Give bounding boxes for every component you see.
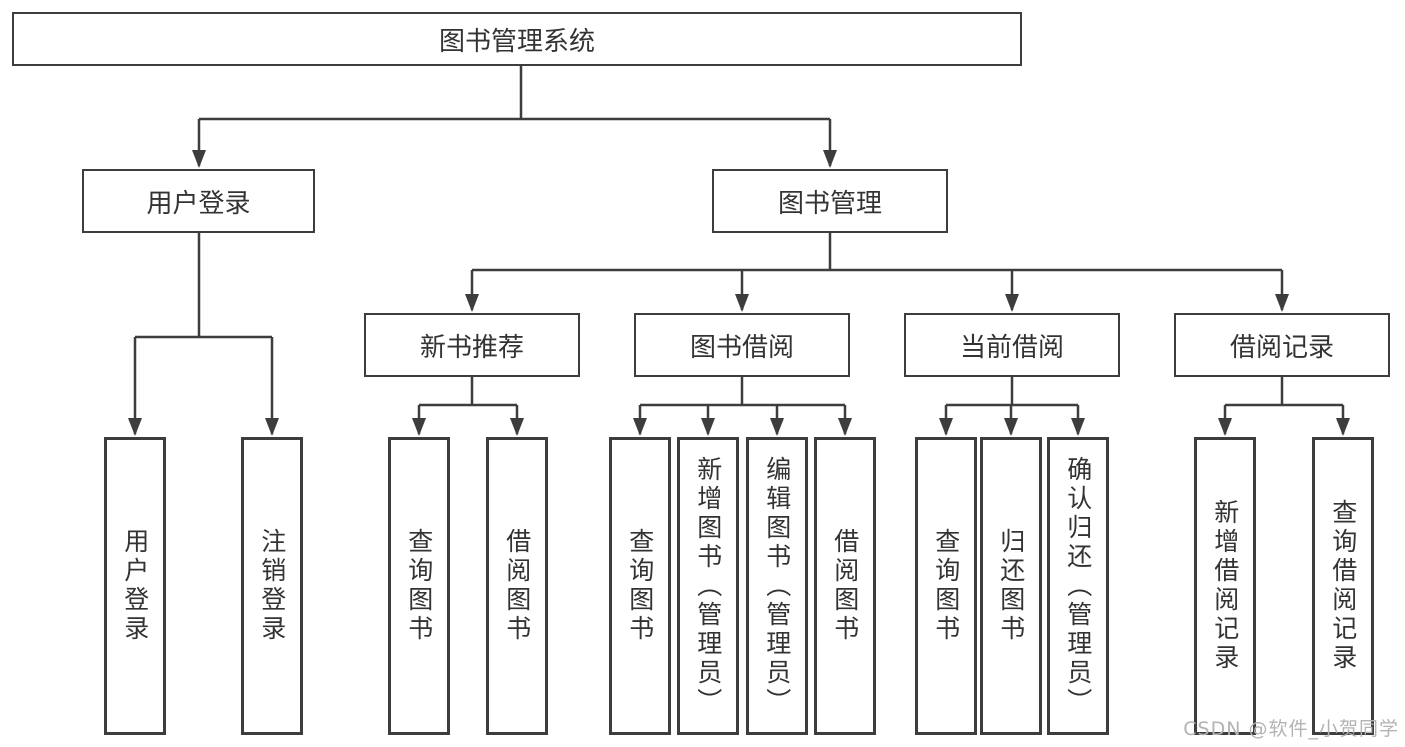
leaf-confirm-return-admin-label: 确认归还（管理员） bbox=[1063, 455, 1093, 717]
leaf-recommend-borrow-books: 借阅图书 bbox=[486, 437, 548, 735]
leaf-return-books-label: 归还图书 bbox=[996, 528, 1026, 644]
leaf-logout-label: 注销登录 bbox=[257, 528, 287, 644]
node-library-system: 图书管理系统 bbox=[12, 12, 1022, 66]
leaf-add-book-admin-label: 新增图书（管理员） bbox=[693, 455, 723, 717]
node-user-login: 用户登录 bbox=[82, 169, 315, 233]
leaf-recommend-borrow-books-label: 借阅图书 bbox=[502, 528, 532, 644]
leaf-add-book-admin: 新增图书（管理员） bbox=[677, 437, 739, 735]
leaf-edit-book-admin-label: 编辑图书（管理员） bbox=[762, 455, 792, 717]
leaf-query-borrow-record-label: 查询借阅记录 bbox=[1328, 499, 1358, 673]
leaf-current-query-books: 查询图书 bbox=[915, 437, 977, 735]
leaf-edit-book-admin: 编辑图书（管理员） bbox=[746, 437, 808, 735]
leaf-return-books: 归还图书 bbox=[980, 437, 1042, 735]
leaf-recommend-query-books-label: 查询图书 bbox=[404, 528, 434, 644]
leaf-borrow-books-label: 借阅图书 bbox=[830, 528, 860, 644]
leaf-user-login: 用户登录 bbox=[104, 437, 166, 735]
leaf-user-login-label: 用户登录 bbox=[120, 528, 150, 644]
leaf-borrow-books: 借阅图书 bbox=[814, 437, 876, 735]
leaf-current-query-books-label: 查询图书 bbox=[931, 528, 961, 644]
node-borrow-record: 借阅记录 bbox=[1174, 313, 1390, 377]
leaf-logout: 注销登录 bbox=[241, 437, 303, 735]
node-new-book-recommend: 新书推荐 bbox=[364, 313, 580, 377]
leaf-add-borrow-record-label: 新增借阅记录 bbox=[1210, 499, 1240, 673]
leaf-borrow-query-books-label: 查询图书 bbox=[625, 528, 655, 644]
leaf-add-borrow-record: 新增借阅记录 bbox=[1194, 437, 1256, 735]
leaf-recommend-query-books: 查询图书 bbox=[388, 437, 450, 735]
node-current-borrow: 当前借阅 bbox=[904, 313, 1120, 377]
leaf-query-borrow-record: 查询借阅记录 bbox=[1312, 437, 1374, 735]
leaf-confirm-return-admin: 确认归还（管理员） bbox=[1047, 437, 1109, 735]
leaf-borrow-query-books: 查询图书 bbox=[609, 437, 671, 735]
watermark: CSDN @软件_小贺同学 bbox=[1183, 718, 1399, 740]
node-book-borrow: 图书借阅 bbox=[634, 313, 850, 377]
node-book-management: 图书管理 bbox=[712, 169, 948, 233]
